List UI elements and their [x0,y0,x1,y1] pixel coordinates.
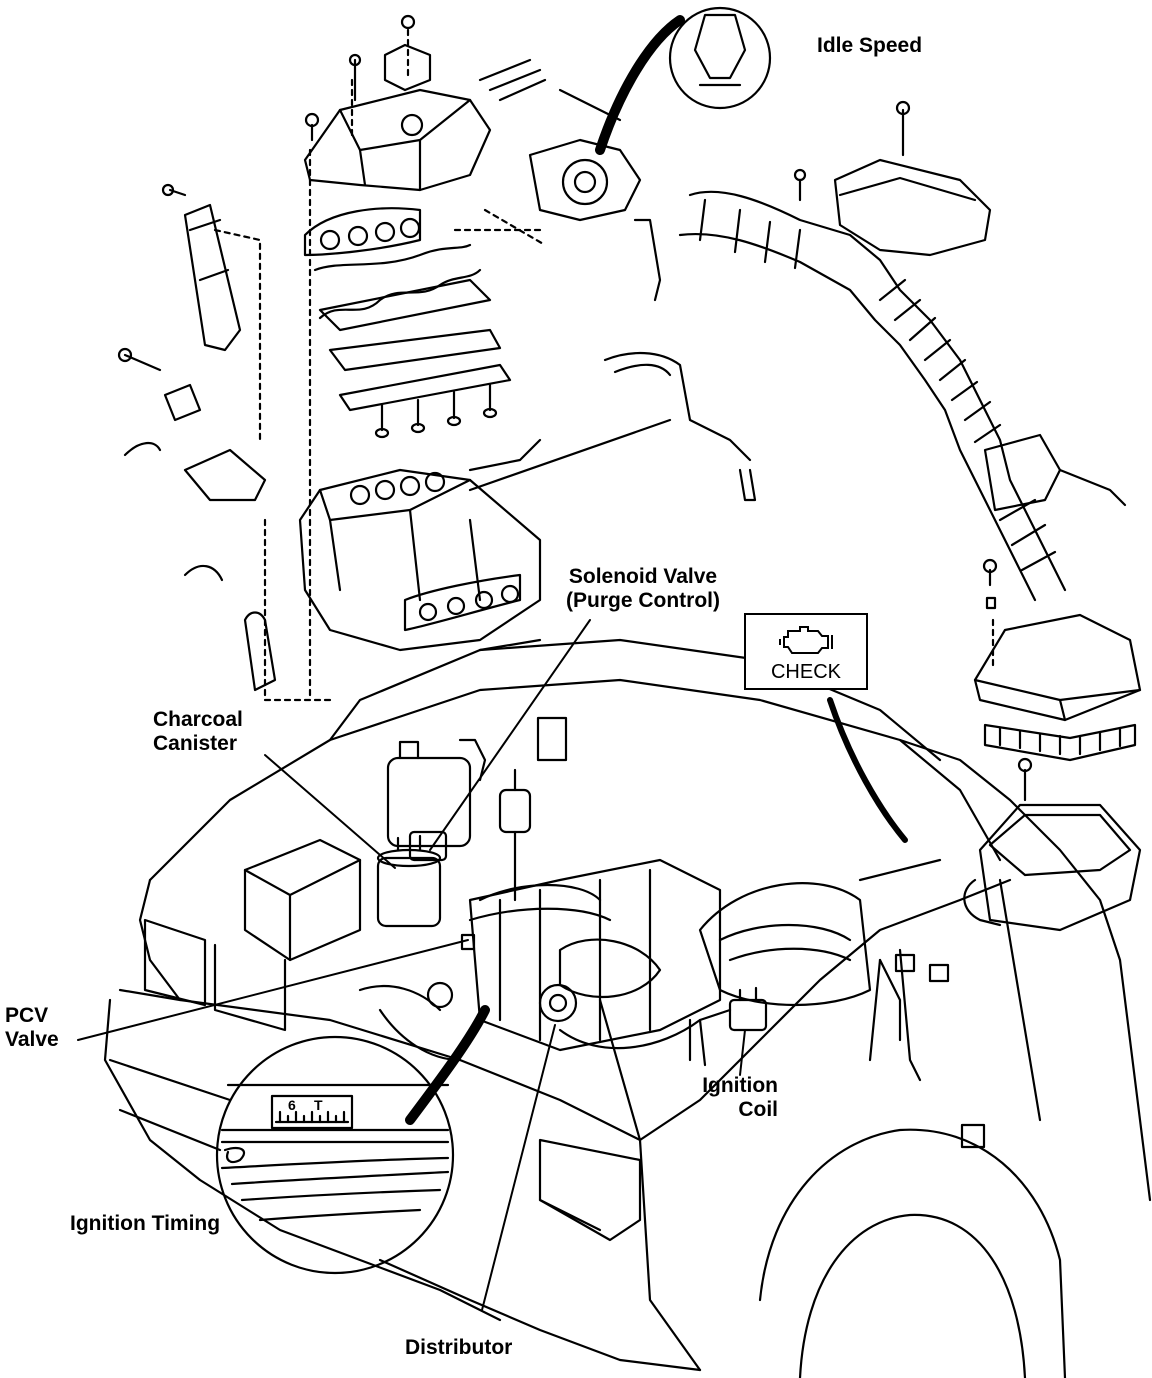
callout-line-ignition-coil [739,1029,746,1076]
label-pcv-valve-line2: Valve [5,1028,59,1051]
label-pcv-valve: PCV Valve [5,1004,59,1052]
label-idle-speed: Idle Speed [817,34,923,57]
timing-mark-6: 6 [288,1097,296,1113]
label-charcoal-canister-line1: Charcoal [153,708,243,731]
timing-mark-t: T [314,1097,323,1113]
label-charcoal-canister-line2: Canister [153,732,238,755]
vehicle-body [103,638,1152,1378]
callout-line-canister [264,754,396,869]
callout-lines [77,619,746,1311]
callout-line-pcv [77,939,469,1041]
check-label: CHECK [770,661,841,683]
check-light-leader [827,697,908,843]
intake-manifold-exploded-view [117,14,757,702]
label-distributor: Distributor [405,1336,513,1359]
label-solenoid-valve-line2: (Purge Control) [566,589,720,612]
label-pcv-valve-line1: PCV [5,1004,49,1027]
callout-line-distributor [481,1024,556,1311]
air-intake-duct [678,100,1142,932]
label-ignition-coil: Ignition Coil [690,1074,778,1122]
label-solenoid-valve-line1: Solenoid Valve [568,565,718,588]
label-charcoal-canister: Charcoal Canister [153,708,243,756]
check-engine-lamp: CHECK [744,613,868,690]
callout-line-solenoid [429,619,591,851]
label-solenoid-valve: Solenoid Valve (Purge Control) [553,565,733,613]
engine-bay-components [243,716,986,1149]
label-ignition-coil-line1: Ignition [702,1074,778,1097]
label-ignition-timing: Ignition Timing [70,1212,221,1235]
engine-icon [779,626,833,654]
idle-speed-inset [595,6,772,155]
label-ignition-coil-line2: Coil [738,1098,778,1121]
ignition-timing-inset [215,1005,490,1275]
